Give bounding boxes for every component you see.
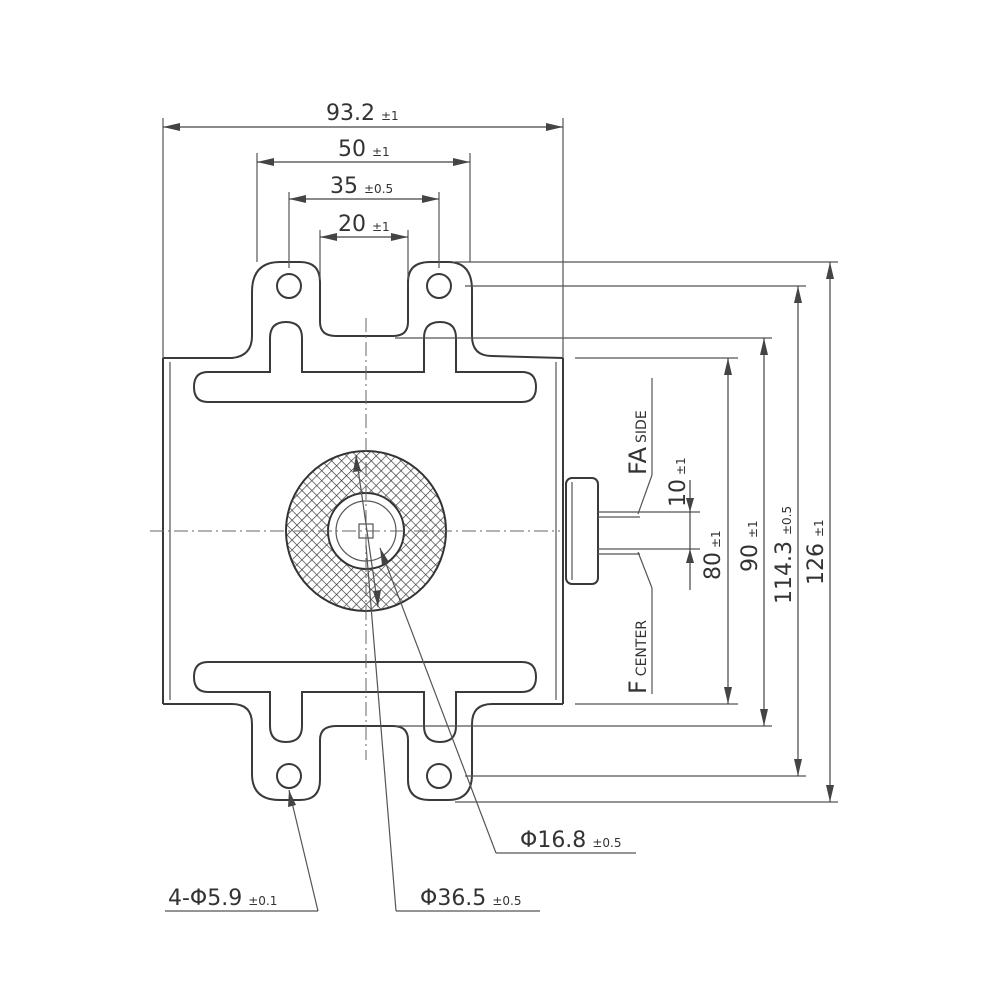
dim-mount-holes: 4-Φ5.9±0.1 <box>168 886 277 911</box>
dim-antenna-outer: Φ36.5±0.5 <box>420 886 521 911</box>
bottom-flange-outline <box>163 703 563 801</box>
top-flange-outline <box>163 261 564 359</box>
terminal-box <box>565 477 599 585</box>
dim-terminal-80: 80±1 <box>701 530 726 580</box>
height-dimensions: 126±1 114.3±0.5 90±1 <box>395 261 838 803</box>
mount-hole-bottom-right <box>426 763 452 789</box>
dim-114-3: 114.3±0.5 <box>772 506 797 604</box>
dim-terminal-10: 10±1 <box>666 457 691 507</box>
dim-90: 90±1 <box>738 520 763 572</box>
dim-antenna-inner: Φ16.8±0.5 <box>520 828 621 853</box>
center-lines <box>150 318 560 760</box>
width-dimensions: 93.2±1 50±1 35±0.5 20±1 <box>162 101 564 358</box>
label-f-center: FCENTER <box>624 620 652 694</box>
dim-35: 35±0.5 <box>330 174 393 199</box>
bottom-slot <box>192 661 538 744</box>
top-slot <box>192 320 538 403</box>
dim-126: 126±1 <box>804 519 829 585</box>
terminal-dimensions: 10±1 80±1 FASIDE FCENTER <box>624 378 726 694</box>
mount-hole-top-left <box>276 273 302 299</box>
dim-20: 20±1 <box>338 212 390 237</box>
dim-93-2: 93.2±1 <box>326 101 399 126</box>
mount-hole-top-right <box>426 273 452 299</box>
mount-hole-bottom-left <box>276 763 302 789</box>
label-fa-side: FASIDE <box>624 410 652 475</box>
dim-50: 50±1 <box>338 137 390 162</box>
diameter-leaders: 4-Φ5.9±0.1 Φ36.5±0.5 Φ16.8±0.5 <box>165 454 636 912</box>
